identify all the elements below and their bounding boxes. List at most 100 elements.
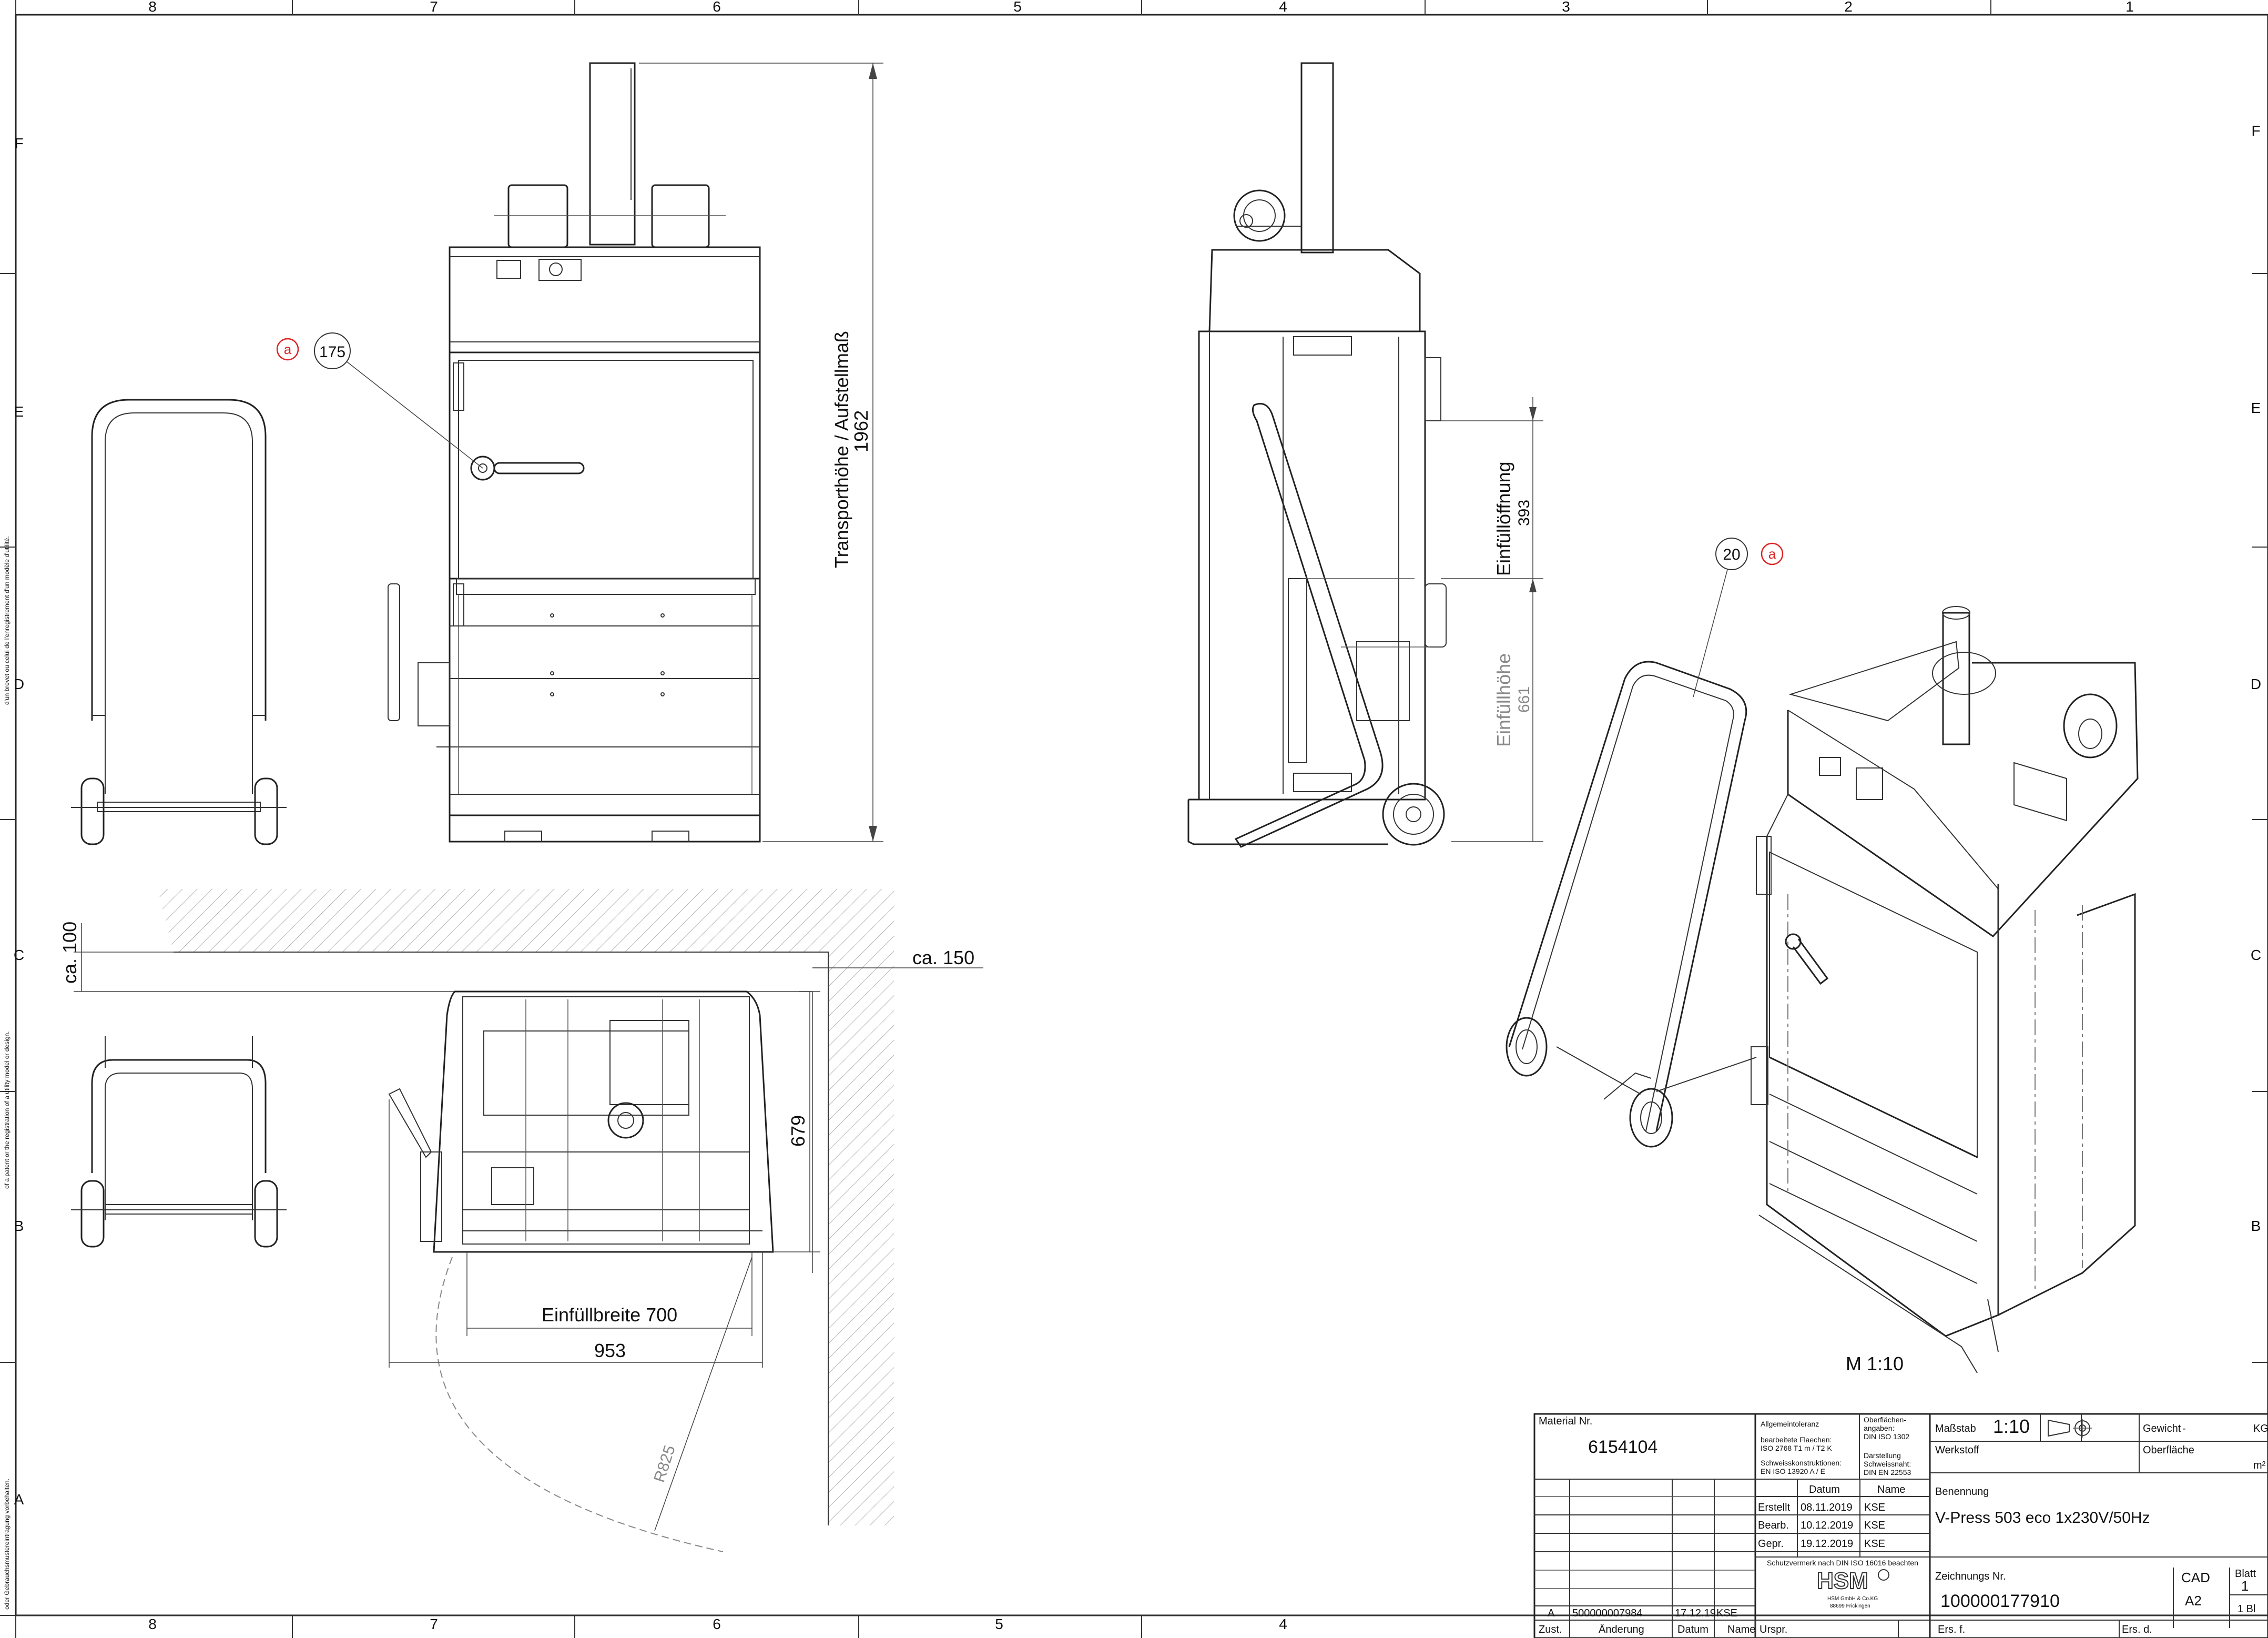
zone-top-6: 6 [713, 0, 721, 15]
transport-height-label: Transporthöhe / Aufstellmaß [831, 331, 852, 568]
zone-left-C: C [14, 947, 24, 963]
din-iso-1302: DIN ISO 1302 [1864, 1432, 1909, 1441]
hsm-logo-text: HSM [1817, 1568, 1868, 1594]
fill-width-dimension: Einfüllbreite 700 [542, 1304, 677, 1326]
transport-height-dimension: Transporthöhe / Aufstellmaß 1962 [639, 63, 883, 842]
edited-label: Bearb. [1758, 1520, 1789, 1531]
checked-label: Gepr. [1758, 1538, 1784, 1550]
wall-gap-side: ca. 150 [912, 947, 974, 968]
rev-name: KSE [1716, 1607, 1737, 1619]
zone-bottom-5: 5 [995, 1616, 1003, 1632]
col-change: Änderung [1599, 1624, 1644, 1635]
zone-right-F: F [2251, 123, 2260, 139]
designation: V-Press 503 eco 1x230V/50Hz [1935, 1509, 2150, 1526]
revision-mark-a: a [284, 341, 292, 357]
zone-right-C: C [2251, 947, 2261, 963]
top-view-dimensions: ca. 100 ca. 150 679 Einfüllbreite 700 95… [59, 922, 974, 1484]
checked-date: 19.12.2019 [1801, 1538, 1853, 1550]
col-zust: Zust. [1539, 1624, 1562, 1635]
iso-2768: ISO 2768 T1 m / T2 K [1761, 1444, 1832, 1452]
zone-top-8: 8 [148, 0, 157, 15]
side-dimensions: Einfüllöffnung 393 Einfüllhöhe 661 [1441, 397, 1543, 842]
transport-height-value: 1962 [850, 410, 872, 452]
projection-symbol-icon [2048, 1419, 2092, 1438]
wall-hatching [74, 889, 983, 1525]
machined-surfaces: bearbeitete Flaechen: [1761, 1435, 1832, 1444]
material-number: 6154104 [1588, 1437, 1657, 1457]
edited-date: 10.12.2019 [1801, 1520, 1853, 1531]
drawing-number: 100000177910 [1940, 1591, 2060, 1611]
sheet-total: 1 Bl [2238, 1603, 2255, 1615]
zone-labels: 8 7 6 5 4 3 2 1 8 7 6 5 4 F E D C B A F … [14, 0, 2261, 1632]
iso-13920: EN ISO 13920 A / E [1761, 1467, 1825, 1475]
general-tolerance: Allgemeintoleranz [1761, 1420, 1819, 1428]
zone-top-3: 3 [1562, 0, 1570, 15]
zone-left-D: D [14, 676, 24, 692]
fill-opening-label: Einfüllöffnung [1493, 461, 1514, 576]
welded-constructions: Schweisskonstruktionen: [1761, 1459, 1842, 1467]
cad-label: CAD [2181, 1570, 2210, 1585]
drawing-no-label: Zeichnungs Nr. [1935, 1571, 2006, 1582]
sheet-number: 1 [2241, 1578, 2249, 1594]
created-label: Erstellt [1758, 1502, 1791, 1513]
scale-label: Maßstab [1935, 1423, 1976, 1434]
rev-date: 17.12.19 [1675, 1607, 1716, 1619]
rev-letter: A [1548, 1607, 1555, 1619]
fill-opening-value: 393 [1516, 500, 1533, 526]
zone-top-1: 1 [2125, 0, 2134, 15]
col-rev-name: Name [1727, 1624, 1755, 1635]
cad-format: A2 [2185, 1593, 2202, 1609]
surface-specs-2: angaben: [1864, 1424, 1894, 1432]
view-scale: M 1:10 [1846, 1353, 1904, 1374]
zone-top-5: 5 [1013, 0, 1022, 15]
weld-seams: Schweissnaht: [1864, 1460, 1911, 1468]
revision-mark-a-iso: a [1768, 546, 1776, 562]
weight-unit: KG [2253, 1423, 2268, 1434]
margin-notes: d'un brevet ou celui de l'enregistrement… [3, 536, 11, 1610]
door-radius-dimension: R825 [650, 1443, 679, 1484]
balloon-175-group: a 175 [276, 332, 483, 469]
zone-top-2: 2 [1844, 0, 1853, 15]
hsm-logo: HSM HSM GmbH & Co.KG 88699 Frickingen [1816, 1568, 1889, 1609]
weight-value: - [2182, 1423, 2186, 1434]
edited-name: KSE [1864, 1520, 1885, 1531]
zone-bottom-6: 6 [713, 1616, 721, 1632]
col-origin: Urspr. [1760, 1624, 1787, 1635]
top-view [388, 990, 774, 1552]
balloon-20-group: 20 a [1693, 538, 1784, 697]
zone-right-D: D [2251, 676, 2261, 692]
material-field-label: Werkstoff [1935, 1444, 1979, 1456]
zone-left-A: A [14, 1491, 24, 1508]
zone-bottom-8: 8 [148, 1616, 157, 1632]
balloon-175: 175 [319, 343, 345, 361]
surface-label: Oberfläche [2143, 1444, 2194, 1456]
replaces: Ers. f. [1938, 1624, 1965, 1635]
protection-note: Schutzvermerk nach DIN ISO 16016 beachte… [1767, 1559, 1918, 1567]
zone-bottom-4: 4 [1279, 1616, 1287, 1632]
margin-note-en: of a patent or the registration of a uti… [3, 1031, 11, 1189]
zone-top-7: 7 [430, 0, 438, 15]
zone-right-E: E [2251, 400, 2261, 416]
sheet-label: Blatt [2235, 1568, 2256, 1580]
side-view [1187, 62, 1447, 848]
rev-change-number: 500000007984 [1572, 1607, 1642, 1619]
created-date: 08.11.2019 [1801, 1502, 1853, 1513]
fill-height-label: Einfüllhöhe [1493, 653, 1514, 747]
front-view [388, 62, 761, 843]
col-name: Name [1877, 1484, 1905, 1495]
created-name: KSE [1864, 1502, 1885, 1513]
zone-top-4: 4 [1279, 0, 1287, 15]
company-city: 88699 Frickingen [1830, 1603, 1870, 1609]
representation: Darstellung [1864, 1451, 1901, 1460]
zone-bottom-7: 7 [430, 1616, 438, 1632]
company-name: HSM GmbH & Co.KG [1827, 1596, 1878, 1602]
trolley-top-view [71, 1036, 287, 1248]
balloon-20: 20 [1723, 546, 1740, 563]
zone-left-E: E [14, 403, 24, 420]
din-en-22553: DIN EN 22553 [1864, 1468, 1911, 1477]
wall-gap-top: ca. 100 [59, 922, 80, 984]
title-block: Material Nr. 6154104 Allgemeintoleranz b… [1533, 1413, 2268, 1638]
depth-dimension: 679 [787, 1115, 809, 1147]
